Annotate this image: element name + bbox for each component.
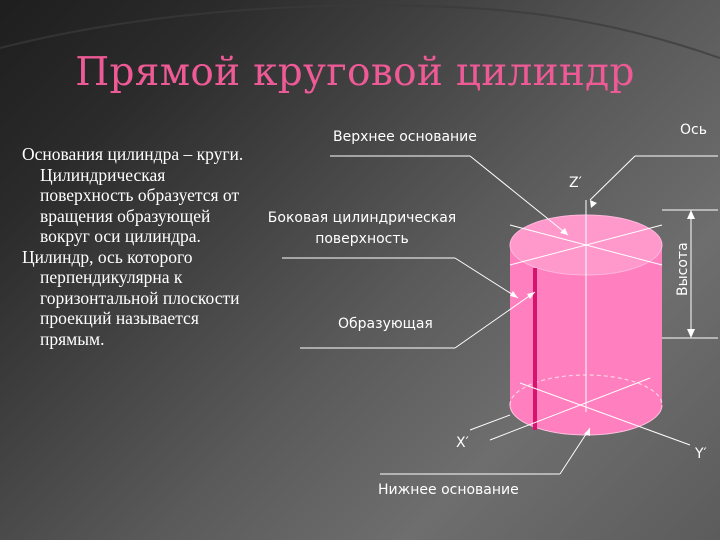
height-label: Высота [675,242,691,296]
height-arrow-top [687,210,695,219]
label-lateral-line1: Боковая цилиндрическая [267,210,457,226]
leader-x [469,414,511,431]
arrow-lateral [510,291,518,298]
diagonal-line-bottom-2 [489,377,651,441]
diagonal-line-bottom [519,382,691,446]
label-x-prime: X′ [456,435,469,451]
leader-bottom-base-2 [559,427,591,475]
leader-axis-2 [589,155,636,201]
label-top-base: Верхнее основание [333,129,477,145]
diagonal-line-top-2 [509,224,663,266]
label-bottom-base: Нижнее основание [378,482,519,498]
leader-lateral-2 [454,257,519,299]
label-z-prime: Z′ [569,175,582,191]
arrow-axis [590,200,597,208]
leader-top-base-2 [469,155,569,236]
arrow-bottom-base [584,428,590,436]
slide-title: Прямой круговой цилиндр [75,50,635,95]
height-arrow-bottom [687,329,695,338]
paragraph-bases: Основания цилиндра – круги. Цилиндрическ… [22,144,244,246]
leader-generatrix-2 [454,291,536,349]
arrow-generatrix [527,292,535,299]
body-text: Основания цилиндра – круги. Цилиндрическ… [22,144,244,349]
label-generatrix: Образующая [338,316,433,332]
arrow-top-base [560,228,568,235]
label-axis: Ось [680,122,707,138]
paragraph-right-cylinder: Цилиндр, ось которого перпендикулярна к … [22,246,240,349]
label-y-prime: Y′ [695,446,707,462]
label-lateral-line2: поверхность [315,231,409,247]
